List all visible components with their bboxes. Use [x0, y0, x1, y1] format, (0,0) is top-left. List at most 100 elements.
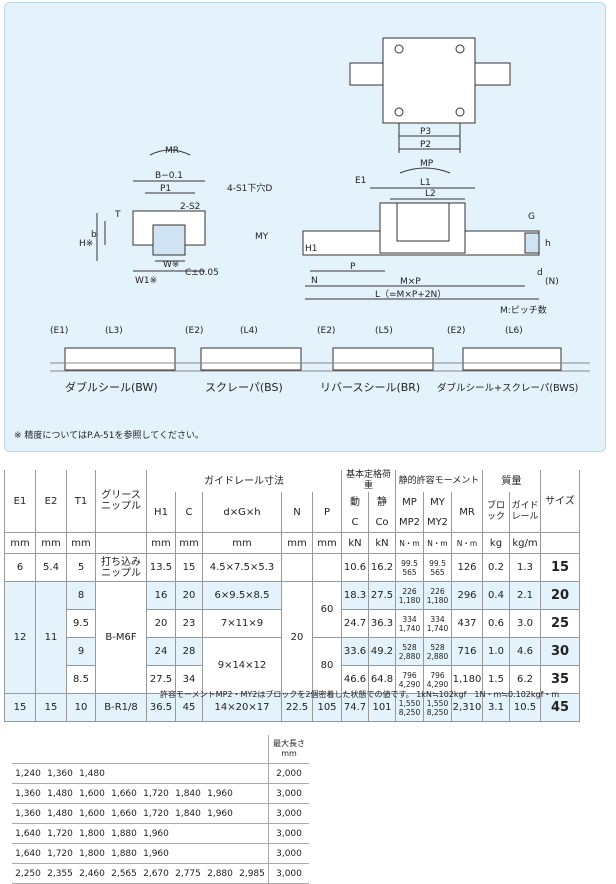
length-value: 1,800: [76, 843, 108, 864]
cell-dyn: 33.6: [341, 637, 369, 666]
variant-caption-bws: ダブルシール+スクレーパ(BWS): [437, 382, 578, 394]
length-value: [204, 843, 236, 864]
col-mp: MP: [395, 492, 424, 512]
variant-l-bw: (L3): [105, 326, 123, 336]
length-value: 1,640: [12, 843, 44, 864]
label-p2: P2: [420, 140, 431, 150]
unit-mm: mm: [202, 532, 282, 554]
unit-mm: mm: [312, 532, 342, 554]
length-value: 1,600: [76, 783, 108, 804]
cell-t1: 5: [66, 553, 96, 582]
length-value: 1,360: [12, 783, 44, 804]
unit-kg: kg: [482, 532, 510, 554]
unit-nm: N・m: [395, 532, 424, 554]
cell-mr: 126: [451, 553, 483, 582]
variant-e-bs: (E2): [185, 326, 203, 336]
side-view: [302, 167, 540, 300]
cell-p-merged-60: 60: [312, 581, 342, 638]
length-value: 1,960: [204, 803, 236, 824]
cell-e2: 15: [35, 693, 67, 722]
length-value: 1,720: [44, 823, 76, 844]
length-value: 1,660: [108, 803, 140, 824]
length-value: 1,480: [76, 763, 108, 784]
length-value: 1,480: [44, 803, 76, 824]
cell-n-merged: 20: [281, 581, 313, 694]
cell-h1: 13.5: [146, 553, 176, 582]
cell-dyn: 18.3: [341, 581, 369, 610]
cell-dgh: 6×9.5×8.5: [202, 581, 282, 610]
label-s1: 4-S1下穴D: [227, 182, 272, 194]
cell-size: 15: [540, 553, 580, 582]
cell-c: 23: [175, 609, 203, 638]
col-my2: MY2: [423, 512, 452, 533]
cell-grease-merged: B-M6F: [95, 581, 147, 694]
length-value: 1,840: [172, 783, 204, 804]
variant-caption-br: リバースシール(BR): [320, 381, 420, 394]
length-value: 1,360: [12, 803, 44, 824]
col-dyn: 動: [341, 492, 369, 512]
cell-dgh: 4.5×7.5×5.3: [202, 553, 282, 582]
unit-blank: [95, 532, 147, 554]
unit-mm: mm: [4, 532, 36, 554]
group-rail: ガイドレール寸法: [146, 470, 342, 492]
cell-e1-merged: 12: [4, 581, 36, 694]
col-n: N: [281, 492, 313, 533]
cell-rail: 10.5: [509, 693, 541, 722]
cell-t1: 9: [66, 637, 96, 666]
cell-t1: 8.5: [66, 665, 96, 694]
col-block: ブロック: [482, 492, 510, 533]
label-p: P: [350, 262, 356, 272]
cell-stat: 16.2: [368, 553, 396, 582]
cell-h1: 20: [146, 609, 176, 638]
cell-rail: 1.3: [509, 553, 541, 582]
cell-p: 105: [312, 693, 342, 722]
length-max: 3,000: [268, 843, 309, 864]
label-c: C±0.05: [185, 268, 219, 278]
col-dyn-c: C: [341, 512, 369, 533]
length-max: 3,000: [268, 783, 309, 804]
cell-rail: 3.0: [509, 609, 541, 638]
cell-stat: 101: [368, 693, 396, 722]
cell-mr: 2,310: [451, 693, 483, 722]
cell-e2: 5.4: [35, 553, 67, 582]
variant-e-bw: (E1): [50, 326, 68, 336]
col-rail: ガイド レール: [509, 492, 541, 533]
group-mass: 質量: [482, 470, 541, 492]
label-pitch: M:ピッチ数: [500, 304, 547, 316]
label-l1: L1: [420, 178, 431, 188]
length-value: 2,880: [204, 863, 236, 884]
length-value: [172, 763, 204, 784]
cell-dyn: 74.7: [341, 693, 369, 722]
cell-stat: 36.3: [368, 609, 396, 638]
col-stat: 静: [368, 492, 396, 512]
cell-e1: 6: [4, 553, 36, 582]
col-e1: E1: [4, 470, 36, 533]
cell-size: 30: [540, 637, 580, 666]
label-n-paren: (N): [545, 277, 559, 287]
length-value: [236, 843, 269, 864]
length-value: [108, 763, 140, 784]
label-mr: MR: [165, 146, 179, 156]
label-my: MY: [255, 232, 269, 242]
cell-h1: 24: [146, 637, 176, 666]
cell-dgh: 7×11×9: [202, 609, 282, 638]
length-value: [236, 763, 269, 784]
col-t1: T1: [66, 470, 96, 533]
length-value: [140, 763, 172, 784]
length-value: 1,720: [140, 803, 172, 824]
length-value: [204, 763, 236, 784]
length-value: 1,240: [12, 763, 44, 784]
col-stat-co: Co: [368, 512, 396, 533]
unit-mm: mm: [146, 532, 176, 554]
